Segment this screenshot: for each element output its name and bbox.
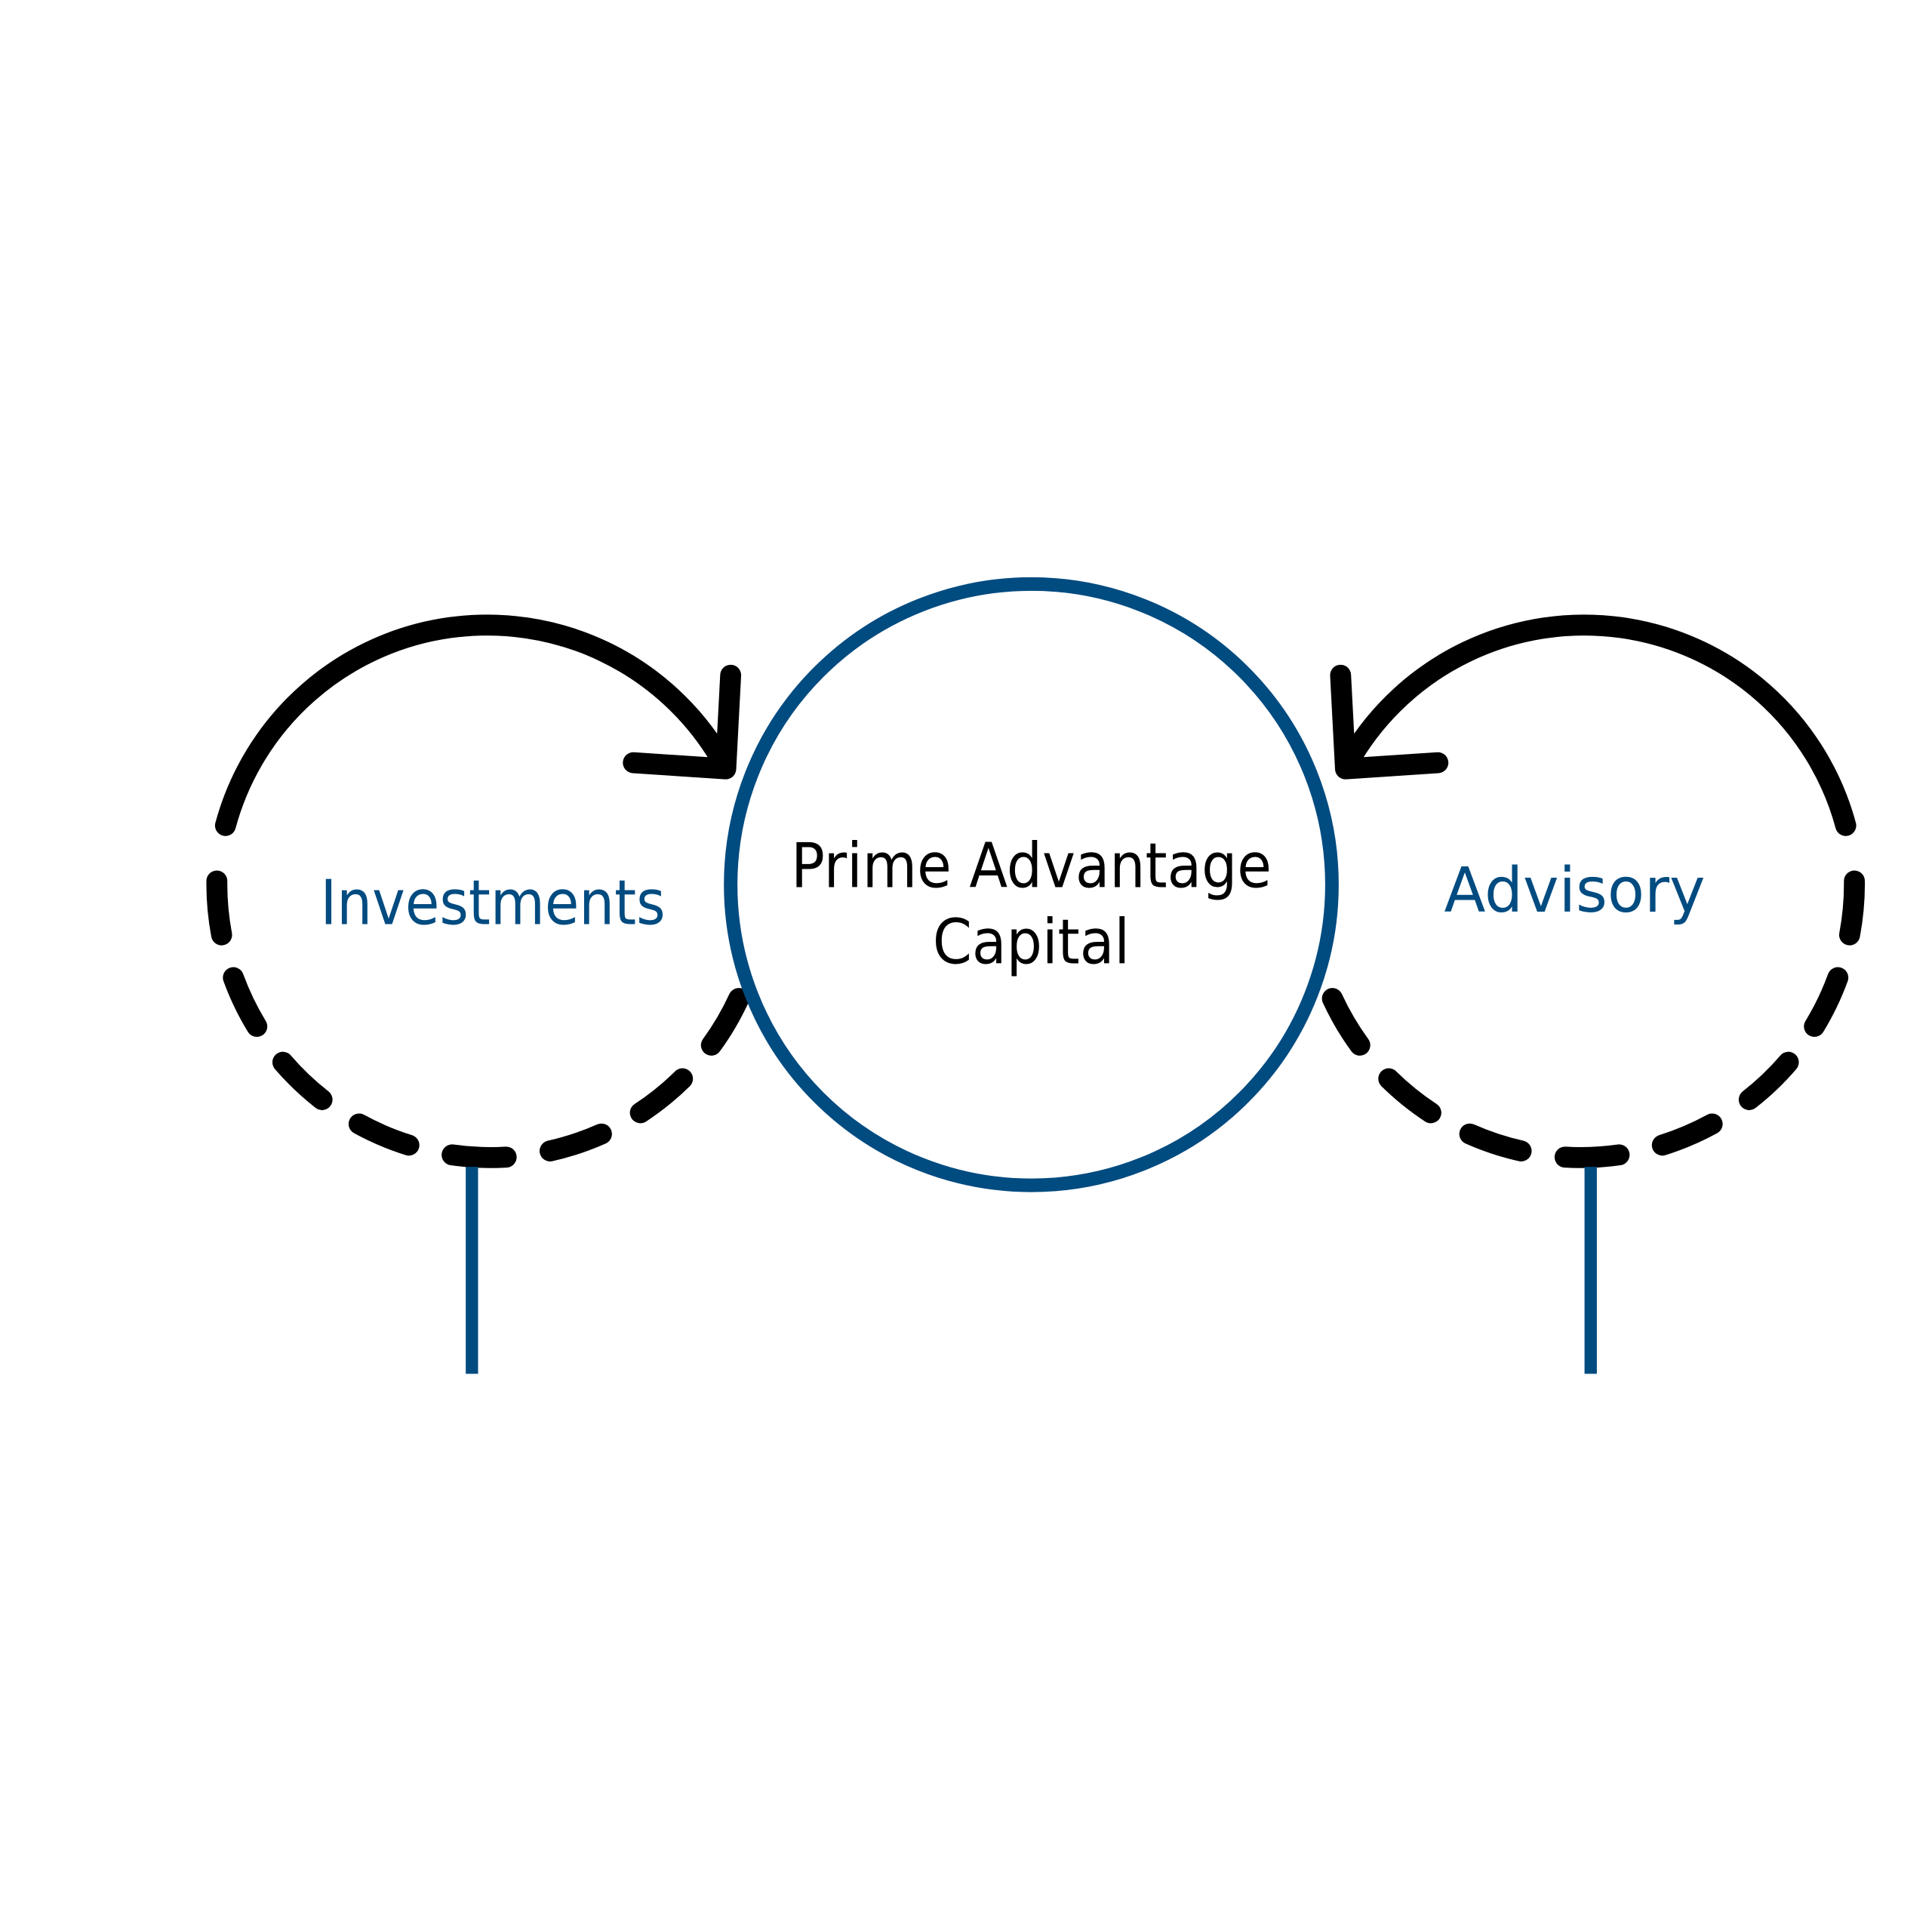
right-cycle-solid-arc <box>1341 614 1857 836</box>
center-title-line1: Prime Advantage <box>791 831 1272 903</box>
center-circle <box>724 577 1339 1192</box>
right-cycle <box>1318 614 1866 1168</box>
left-cycle-solid-arc <box>214 614 731 836</box>
right-cycle-dashed-arc <box>1318 870 1866 1168</box>
left-cycle-dashed-arc <box>206 870 752 1168</box>
investments-label: Investments <box>320 867 665 939</box>
left-cycle-arrowhead <box>623 664 742 780</box>
left-cycle <box>206 614 752 1168</box>
center-title-line2: Capital <box>933 907 1130 979</box>
advisory-label: Advisory <box>1444 855 1705 927</box>
right-cycle-arrowhead <box>1330 664 1449 780</box>
